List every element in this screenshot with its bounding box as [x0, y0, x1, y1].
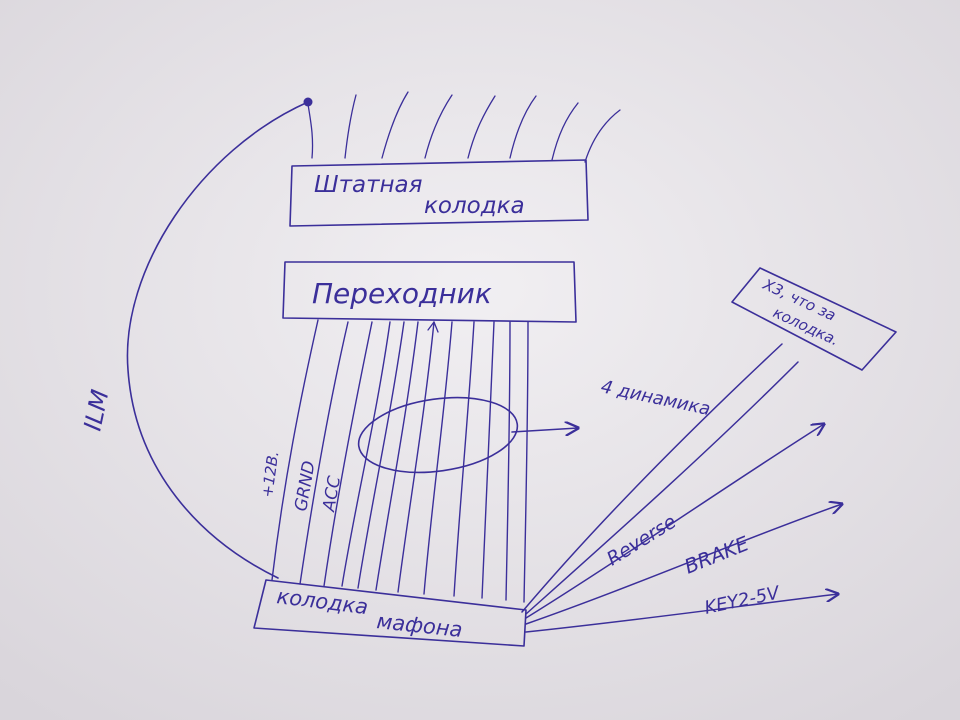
wire-key2 — [525, 594, 838, 633]
speaker-wires-ellipse — [357, 396, 519, 474]
ilm-wire — [126, 101, 309, 579]
stock-connector-wires — [307, 91, 621, 163]
wire-to-unknown-connector-2 — [525, 361, 799, 615]
wire-to-unknown-connector-1 — [521, 343, 783, 613]
headunit-right-wires — [521, 343, 842, 633]
wire-reverse — [525, 424, 824, 619]
stock-connector-label-line1: Штатная — [314, 172, 423, 198]
speaker-wires-arrow — [511, 428, 578, 432]
bundle-tick — [427, 321, 439, 333]
wire-brake — [525, 504, 842, 625]
stock-connector-label-line2: колодка — [424, 193, 525, 219]
adapter-box — [282, 261, 577, 323]
adapter-label: Переходник — [312, 277, 492, 310]
adapter-wire-bundle — [271, 319, 529, 603]
stock-connector-box — [289, 159, 589, 227]
headunit-connector-box — [253, 579, 527, 647]
unknown-connector-box — [731, 267, 897, 371]
